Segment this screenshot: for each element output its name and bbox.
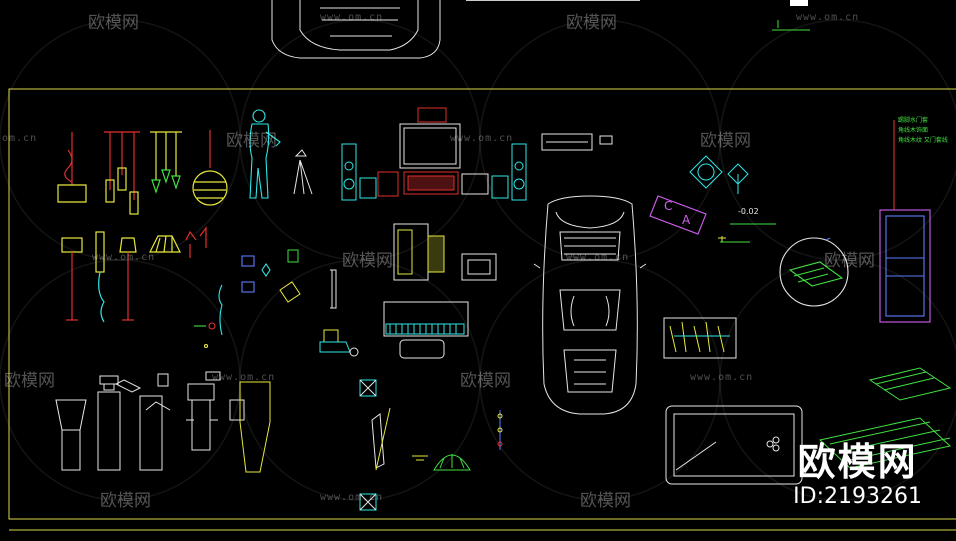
watermark-url-2: www.om.cn: [796, 12, 860, 23]
standing-woman-figure: [249, 109, 281, 199]
level-marks: -0.02: [718, 207, 776, 243]
cabinet-elevation: [663, 317, 737, 359]
watermark-circles: [0, 19, 956, 501]
tripod-lamp: [293, 149, 313, 195]
tv-audio-set: [341, 107, 613, 201]
brand-overlay: 欧模网 ID:2193261: [793, 440, 922, 510]
watermark-url-1: www.om.cn: [320, 12, 384, 23]
wall-sconces: [194, 255, 271, 349]
watermark-url-7: www.om.cn: [212, 372, 276, 383]
watermark-url-8: www.om.cn: [690, 372, 754, 383]
brand-logo: 欧模网: [797, 440, 918, 484]
model-id-label: ID:2193261: [793, 484, 922, 509]
green-bed-frames: [818, 367, 952, 469]
hanging-fixtures: [55, 371, 271, 473]
watermark-url-3: om.cn: [2, 133, 38, 144]
level-label: -0.02: [738, 207, 759, 216]
tag-c: C: [664, 199, 672, 213]
drawing-frame: [8, 88, 956, 520]
sports-car-top-view: [533, 195, 647, 415]
legend-line-3: 角线木纹 又门套线: [898, 136, 948, 144]
small-fixtures: [279, 249, 359, 357]
floor-lamps: [61, 226, 207, 323]
ground-symbol-top: [772, 20, 810, 31]
bottom-symbols: [359, 379, 503, 511]
watermark-url-4: www.om.cn: [450, 133, 514, 144]
diamond-symbols: [689, 155, 749, 194]
detail-callout: [779, 237, 849, 307]
car-top-view-partial: [271, 0, 441, 59]
pendant-lamps: [57, 130, 228, 215]
billiard-table: [665, 405, 803, 485]
legend-text: 踢脚水门套 角线木饰面 角线木纹 又门套线: [898, 116, 948, 144]
legend-line-2: 角线木饰面: [898, 126, 928, 134]
piano: [383, 223, 497, 359]
tile-symbol: C A: [649, 195, 707, 235]
watermark-url-5: www.om.cn: [92, 252, 156, 263]
door-elevation: 踢脚水门套 角线木饰面 角线木纹 又门套线: [879, 116, 948, 323]
watermark-url-9: www.om.cn: [320, 492, 384, 503]
tag-a: A: [682, 213, 691, 227]
watermark-url-6: www.om.cn: [566, 252, 630, 263]
legend-line-1: 踢脚水门套: [898, 116, 928, 124]
white-block: [790, 0, 808, 6]
